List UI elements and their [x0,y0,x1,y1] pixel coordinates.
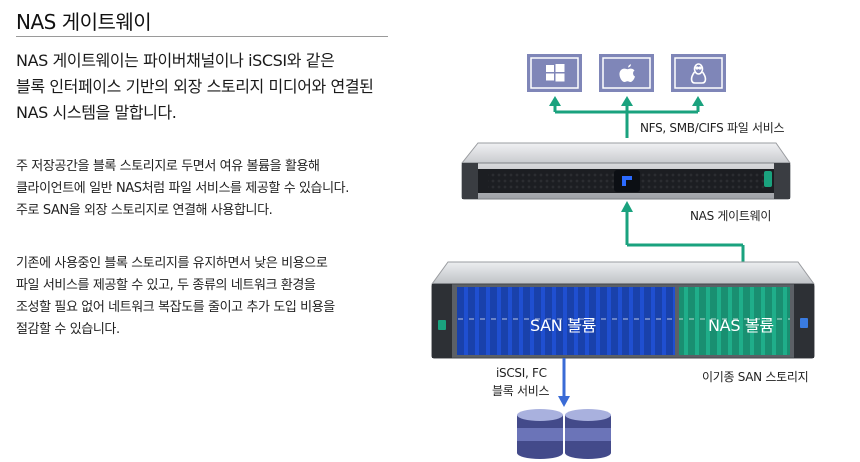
san-volume-label: SAN 볼륨 [530,316,597,335]
title-divider [16,36,388,37]
windows-icon [546,64,565,82]
linux-icon [690,63,707,84]
file-service-label: NFS, SMB/CIFS 파일 서비스 [640,121,785,135]
database-icon [517,409,611,459]
description-paragraph-2: 기존에 사용중인 블록 스토리지를 유지하면서 낮은 비용으로 파일 서비스를 … [16,253,396,341]
lead-line: NAS 시스템을 말합니다. [16,103,177,122]
block-service-label: 블록 서비스 [492,384,550,398]
lead-line: NAS 게이트웨이는 파이버채널이나 iSCSI와 같은 [16,51,335,70]
gateway-label: NAS 게이트웨이 [690,209,772,223]
paragraph-line: 클라이언트에 일반 NAS처럼 파일 서비스를 제공할 수 있습니다. [16,181,349,196]
san-storage-array [431,261,815,359]
client-linux [671,54,726,92]
page-title: NAS 게이트웨이 [16,10,152,34]
diagram-graphics [431,54,815,459]
paragraph-line: 파일 서비스를 제공할 수 있고, 두 종류의 네트워크 환경을 [16,278,316,293]
nas-gateway-diagram: NFS, SMB/CIFS 파일 서비스 NAS 게이트웨이 SAN 볼륨 NA… [400,40,860,462]
nas-volume-label: NAS 볼륨 [708,316,774,335]
lead-line: 블록 인터페이스 기반의 외장 스토리지 미디어와 연결된 [16,77,374,96]
description-paragraph-1: 주 저장공간을 블록 스토리지로 두면서 여유 볼륨을 활용해 클라이언트에 일… [16,156,396,222]
paragraph-line: 주 저장공간을 블록 스토리지로 두면서 여유 볼륨을 활용해 [16,159,320,174]
lead-paragraph: NAS 게이트웨이는 파이버채널이나 iSCSI와 같은 블록 인터페이스 기반… [16,48,396,126]
apple-icon [619,64,635,82]
paragraph-line: 조성할 필요 없어 네트워크 복잡도를 줄이고 추가 도입 비용을 [16,300,335,315]
client-windows [527,54,582,92]
block-service-protocols: iSCSI, FC [496,366,547,380]
client-mac [599,54,654,92]
nas-gateway-server [460,142,791,200]
paragraph-line: 주로 SAN을 외장 스토리지로 연결해 사용합니다. [16,203,273,218]
paragraph-line: 기존에 사용중인 블록 스토리지를 유지하면서 낮은 비용으로 [16,256,328,271]
block-service-link [558,358,570,407]
file-service-network [549,96,704,138]
paragraph-line: 절감할 수 있습니다. [16,322,120,337]
storage-label: 이기종 SAN 스토리지 [702,370,809,384]
